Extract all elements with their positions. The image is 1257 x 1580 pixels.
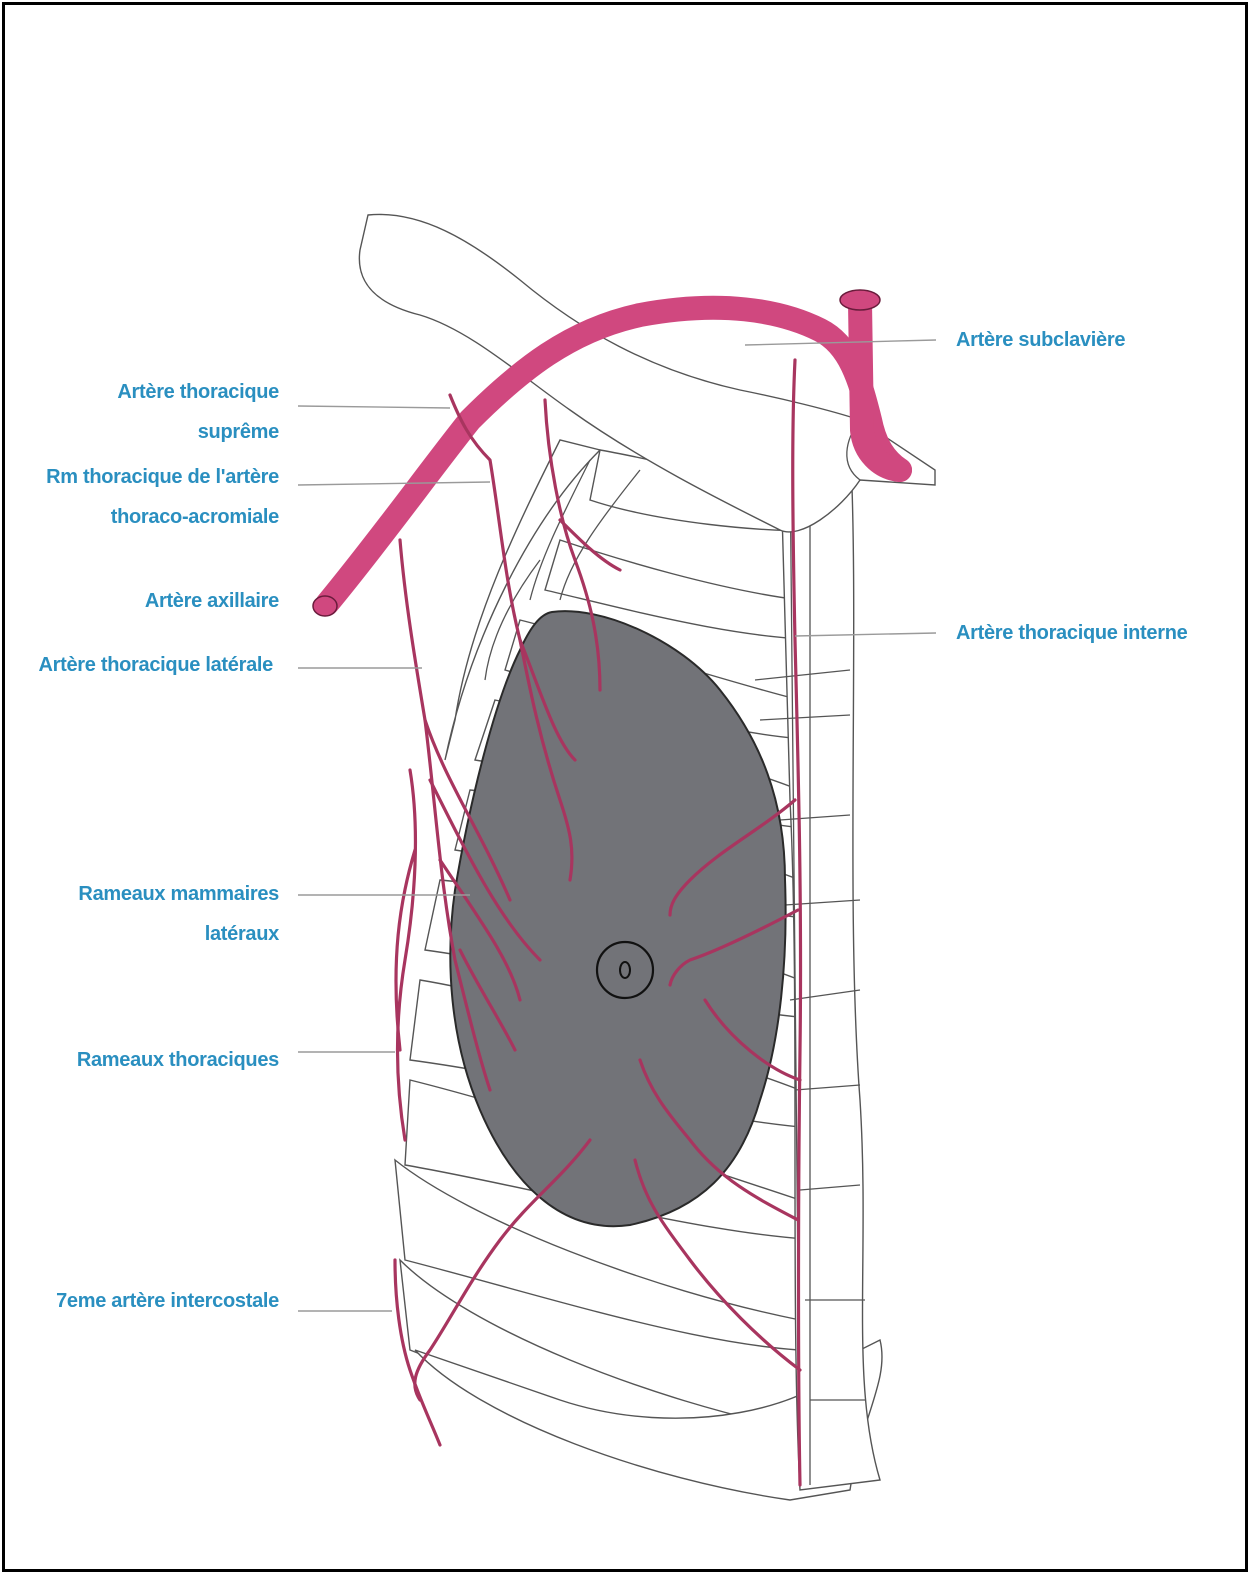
label-rameaux-mammaires: Rameaux mammaires latéraux xyxy=(78,874,279,954)
label-artere-thoracique-interne: Artère thoracique interne xyxy=(956,613,1187,653)
label-artere-axillaire: Artère axillaire xyxy=(145,581,279,621)
label-artere-thoracique-supreme: Artère thoracique suprême xyxy=(117,372,279,452)
label-7eme-artere-intercostale: 7eme artère intercostale xyxy=(56,1281,279,1321)
label-rm-thoracique: Rm thoracique de l'artère thoraco-acromi… xyxy=(46,457,279,537)
label-artere-subclaviere: Artère subclavière xyxy=(956,320,1125,360)
label-artere-thoracique-laterale: Artère thoracique latérale xyxy=(38,645,273,685)
label-rameaux-thoraciques: Rameaux thoraciques xyxy=(77,1040,279,1080)
